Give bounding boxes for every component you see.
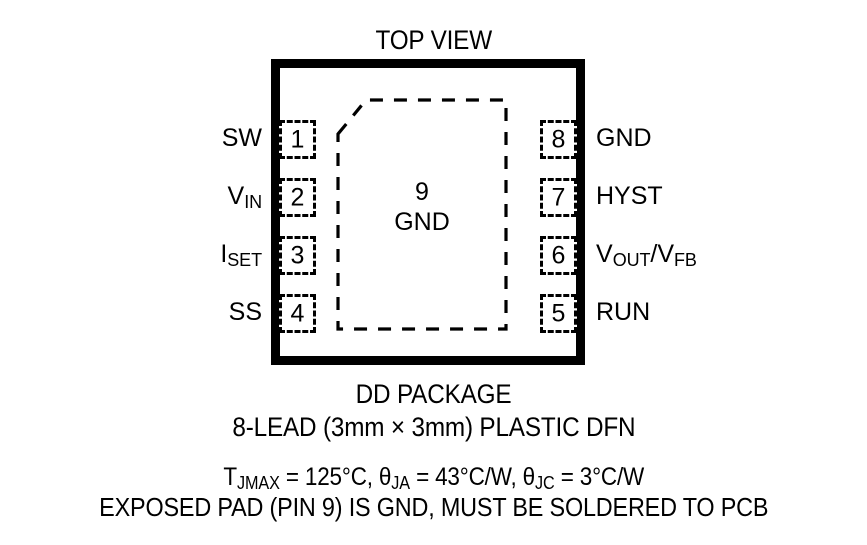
pin-number-4: 4 (290, 299, 305, 327)
thermal-tj-symbol: T (223, 463, 237, 491)
pin-pad-2: 2 (279, 178, 316, 217)
pin-number-1: 1 (290, 125, 305, 153)
thermal-tj-sub: JMAX (236, 473, 280, 494)
pin-label-vin-text: V (227, 182, 245, 210)
package-outline: 1 2 3 4 8 7 6 5 (271, 59, 585, 365)
pin-label-hyst: HYST (596, 182, 663, 210)
pin-pad-8: 8 (540, 120, 577, 159)
pin-pad-7: 7 (540, 178, 577, 217)
exposed-pad-number: 9 (415, 178, 429, 206)
thermal-theta-ja-sub: JA (391, 473, 410, 494)
exposed-pad-note-label: EXPOSED PAD (PIN 9) IS GND, MUST BE SOLD… (0, 492, 867, 523)
exposed-pad-path (336, 98, 508, 331)
pin-label-hyst-text: HYST (596, 182, 663, 210)
pin-number-2: 2 (290, 183, 305, 211)
top-view-text: TOP VIEW (375, 25, 492, 55)
thermal-mid-2: = 43°C/W, θ (409, 463, 535, 491)
pin-pad-6: 6 (540, 236, 577, 275)
pin-label-iset-text: I (220, 240, 228, 268)
pin-number-3: 3 (290, 241, 305, 269)
thermal-mid-1: = 125°C, θ (279, 463, 392, 491)
pin-label-iset-sub: SET (227, 250, 262, 271)
pin-pad-3: 3 (279, 236, 316, 275)
pin-pad-4: 4 (279, 294, 316, 333)
thermal-theta-jc-sub: JC (534, 473, 555, 494)
thermal-specs-label: TJMAX = 125°C, θJA = 43°C/W, θJC = 3°C/W (0, 462, 867, 494)
pin-number-7: 7 (551, 183, 566, 211)
pin-label-vin-sub: IN (244, 192, 262, 213)
pin-number-6: 6 (551, 241, 566, 269)
pin-number-8: 8 (551, 125, 566, 153)
top-view-label: TOP VIEW (0, 24, 867, 56)
pin-pad-5: 5 (540, 294, 577, 333)
pin-label-ss-text: SS (228, 298, 262, 326)
pin-label-gnd: GND (596, 124, 652, 152)
pin-label-vout-vfb: VOUT/VFB (596, 240, 697, 270)
pin-label-sw-text: SW (221, 124, 262, 152)
package-description-text: 8-LEAD (3mm × 3mm) PLASTIC DFN (231, 412, 636, 442)
exposed-pad-note-text: EXPOSED PAD (PIN 9) IS GND, MUST BE SOLD… (98, 492, 769, 522)
pin-label-vout-sub: OUT (612, 250, 651, 271)
pin-label-vin: VIN (0, 182, 263, 213)
pin-label-sw: SW (0, 124, 262, 152)
pin-label-vfb-text: /V (650, 240, 675, 268)
thermal-end: = 3°C/W (554, 463, 644, 491)
pin-label-vout-text: V (596, 240, 613, 268)
pin-label-vfb-sub: FB (674, 250, 697, 271)
pin-label-iset: ISET (0, 240, 262, 270)
pin-label-ss: SS (0, 298, 262, 326)
package-name-label: DD PACKAGE (0, 378, 867, 410)
pin-pad-1: 1 (279, 120, 316, 159)
pin-label-run-text: RUN (596, 298, 651, 326)
pin-label-gnd-text: GND (596, 124, 652, 152)
exposed-pad-outline (336, 98, 508, 331)
exposed-pad-name: GND (394, 208, 450, 236)
pin-number-5: 5 (551, 299, 566, 327)
exposed-pad-label: 9 GND (336, 177, 508, 237)
thermal-specs-text: TJMAX = 125°C, θJA = 43°C/W, θJC = 3°C/W (223, 462, 644, 494)
pin-label-run: RUN (596, 298, 650, 326)
package-name-text: DD PACKAGE (355, 379, 512, 409)
package-description-label: 8-LEAD (3mm × 3mm) PLASTIC DFN (0, 411, 867, 443)
